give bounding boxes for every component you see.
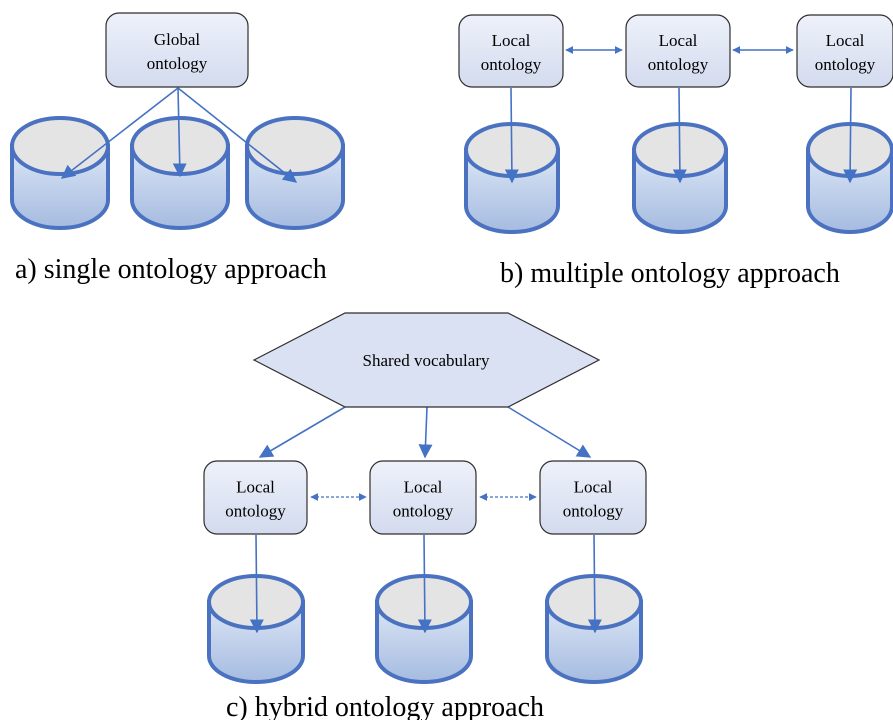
panel-b-local-ontology-1-label-line-2: ontology (481, 55, 542, 74)
panel-c-local-ontology-3-label-line-1: Local (574, 478, 613, 497)
panel-a-global-ontology-label-line-2: ontology (147, 54, 208, 73)
connectors (60, 46, 858, 634)
ontology-box-shape (203, 460, 308, 535)
panel-c-local-ontology-3: Local ontology (539, 460, 647, 535)
shared-vocabulary-label: Shared vocabulary (363, 351, 490, 370)
panel-c-arrow-1 (249, 534, 264, 634)
panel-a-database-1 (10, 116, 110, 230)
panel-a-global-ontology: Global ontology (105, 12, 249, 88)
panel-b-arrow-2 (672, 87, 687, 184)
database-top (245, 116, 345, 176)
panel-a-arrow-1 (60, 87, 179, 179)
panel-c-local-ontology-2-label-line-1: Local (404, 478, 443, 497)
ontology-box-shape (369, 460, 477, 535)
panel-b-caption: b) multiple ontology approach (500, 258, 840, 289)
panel-b-database-3 (806, 122, 893, 234)
panel-c-caption: c) hybrid ontology approach (226, 692, 544, 720)
panel-b-local-ontology-1: Local ontology (458, 14, 564, 88)
panel-c-local-ontology-2: Local ontology (369, 460, 477, 535)
panel-c-local-ontology-1: Local ontology (203, 460, 308, 535)
panel-b-local-ontology-3-label-line-2: ontology (815, 55, 876, 74)
panel-b-local-ontology-1-label-line-1: Local (492, 31, 531, 50)
panel-c-local-ontology-3-label-line-2: ontology (563, 502, 624, 521)
panel-b-local-ontology-2: Local ontology (625, 14, 731, 88)
ontology-box-shape (105, 12, 249, 88)
ontology-box-shape (539, 460, 647, 535)
panel-b-local-ontology-2-label-line-1: Local (659, 31, 698, 50)
panel-a-arrow-3 (177, 87, 298, 183)
panel-b-local-ontology-3: Local ontology (796, 14, 893, 88)
database-top (10, 116, 110, 176)
panel-a-database-3 (245, 116, 345, 230)
ontology-box-shape (796, 14, 893, 88)
panel-c-local-ontology-1-label-line-2: ontology (225, 502, 286, 521)
panel-c-arrow-2 (417, 534, 432, 634)
panel-b-database-1 (464, 122, 560, 234)
panel-c-local-ontology-2-label-line-2: ontology (393, 502, 454, 521)
databases (10, 116, 893, 684)
shared-vocabulary-hexagon (252, 312, 601, 408)
ontology-nodes: GlobalontologyLocalontologyLocalontology… (105, 12, 893, 535)
panel-c-vocab-arrow-3 (507, 406, 592, 458)
panel-b-local-ontology-2-label-line-2: ontology (648, 55, 709, 74)
panel-c-local-ontology-1-label-line-1: Local (236, 478, 275, 497)
ontology-box-shape (625, 14, 731, 88)
panel-c-vocab-arrow-2 (418, 406, 433, 459)
panel-b-local-ontology-3-label-line-1: Local (826, 31, 865, 50)
panel-b-database-2 (632, 122, 728, 234)
panel-b-arrow-3 (843, 87, 858, 184)
captions: a) single ontology approach b) multiple o… (15, 254, 840, 720)
panel-a-arrow-2 (172, 87, 187, 178)
panel-a-caption: a) single ontology approach (15, 254, 327, 285)
panel-c-vocab-arrow-1 (258, 406, 346, 458)
panel-a-global-ontology-label-line-1: Global (154, 30, 201, 49)
panel-c-arrow-3 (587, 534, 602, 634)
ontology-box-shape (458, 14, 564, 88)
panel-b-arrow-1 (504, 87, 519, 184)
panel-c-shared-vocabulary: Shared vocabulary (252, 312, 601, 408)
